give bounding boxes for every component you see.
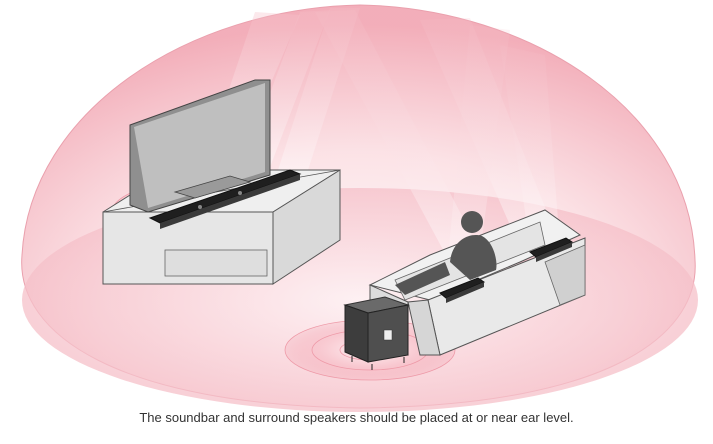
tv-stand [102, 169, 341, 285]
surround-speaker-right [529, 237, 574, 262]
subwoofer [343, 296, 410, 370]
television [129, 79, 271, 213]
listener-silhouette [395, 211, 497, 295]
diagram-caption: The soundbar and surround speakers shoul… [139, 410, 574, 425]
surround-speaker-left [439, 277, 486, 303]
soundbar [148, 169, 302, 229]
